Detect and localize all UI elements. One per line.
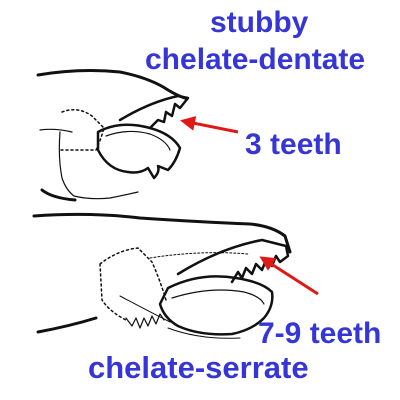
claw-top-propodus [39,128,139,200]
label-chelate-serrate: chelate-serrate [88,350,309,385]
claw-bottom-joint [99,247,167,321]
claw-top-leg-outline [36,69,187,202]
claw-top-fixed-finger [118,94,190,130]
claw-bottom-dactyl-inner [171,289,265,305]
arrow-to-top-teeth [180,115,239,134]
claw-bottom-body-lines [119,295,241,339]
claw-bottom-serrate [32,212,292,339]
claw-top-dentate [36,69,190,202]
label-chelate-dentate: chelate-dentate [145,43,366,76]
label-bottom-teeth-count: 7-9 teeth [258,317,382,350]
claw-bottom-leg-lower [36,316,98,334]
claw-bottom-serration [125,313,165,329]
claw-bottom-dactyl [158,275,274,336]
label-top-teeth-count: 3 teeth [245,128,342,161]
claw-top-dactyl-inner [105,130,171,151]
label-stubby: stubby [210,6,309,39]
claw-bottom-propodus-dotted [149,252,249,259]
claw-bottom-leg-outline [32,212,292,254]
claw-top-dactyl [96,123,182,180]
claw-bottom-fixed-finger [176,238,290,284]
arrow-to-bottom-teeth [259,256,319,296]
